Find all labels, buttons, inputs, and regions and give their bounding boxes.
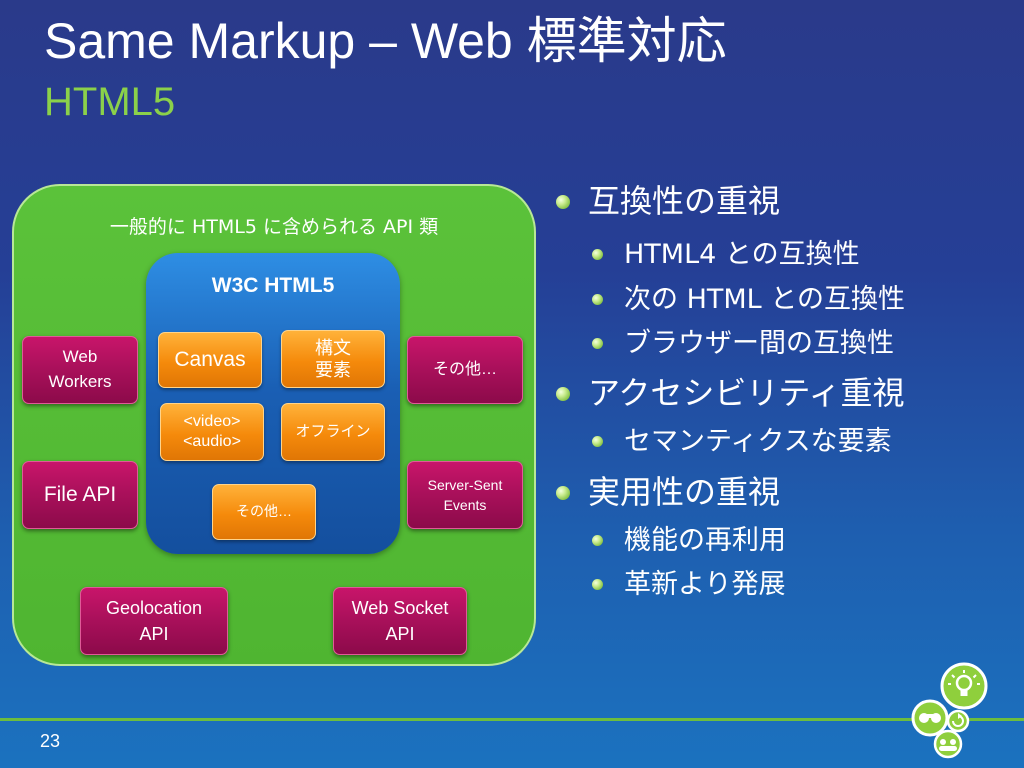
- bullet-text: 互換性の重視: [588, 182, 781, 220]
- audio-label: <audio>: [183, 433, 241, 450]
- slide-subtitle: HTML5: [44, 80, 176, 124]
- video-label: <video>: [183, 413, 241, 430]
- outer-other-label: その他…: [432, 361, 497, 379]
- file-api-label: File API: [43, 482, 117, 506]
- sse-label-2: Events: [443, 497, 487, 513]
- outer-other-box: その他…: [407, 336, 523, 404]
- canvas-label: Canvas: [174, 347, 246, 371]
- sub-bullet-text: セマンティクスな要素: [624, 426, 892, 457]
- web-socket-label-1: Web Socket: [351, 597, 449, 618]
- bullet-dot-icon: [556, 387, 570, 401]
- sub-bullet-dot-icon: [592, 294, 603, 305]
- sub-bullet-dot-icon: [592, 249, 603, 260]
- geolocation-label-1: Geolocation: [105, 597, 203, 618]
- sub-bullet-text: ブラウザー間の互換性: [624, 328, 894, 359]
- offline-box: オフライン: [281, 403, 385, 461]
- web-workers-box: Web Workers: [22, 336, 138, 404]
- bullet-text: 実用性の重視: [588, 473, 781, 511]
- syntax-elements-box: 構文 要素: [281, 330, 385, 388]
- page-number: 23: [40, 731, 61, 751]
- file-api-box: File API: [22, 461, 138, 529]
- elements-label: 要素: [315, 360, 351, 380]
- syntax-label: 構文: [315, 337, 351, 358]
- web-workers-label-2: Workers: [48, 372, 112, 391]
- server-sent-events-box: Server-Sent Events: [407, 461, 523, 529]
- sub-bullet-text: 革新より発展: [624, 569, 786, 600]
- bullet-text: アクセシビリティ重視: [588, 374, 905, 412]
- sub-bullet-dot-icon: [592, 535, 603, 546]
- bullet-dot-icon: [556, 486, 570, 500]
- w3c-html5-title: W3C HTML5: [211, 274, 335, 297]
- bullet-dot-icon: [556, 195, 570, 209]
- sub-bullet-text: HTML4 との互換性: [624, 239, 860, 270]
- web-workers-label-1: Web: [62, 347, 98, 367]
- api-group-caption: 一般的に HTML5 に含められる API 類: [109, 216, 439, 238]
- inner-other-label: その他…: [236, 503, 292, 520]
- footer-divider: [0, 718, 1024, 721]
- offline-label: オフライン: [295, 422, 371, 440]
- slide-title: Same Markup – Web 標準対応: [44, 13, 727, 69]
- binoculars-icon: [911, 699, 949, 737]
- web-socket-api-box: Web Socket API: [333, 587, 467, 655]
- geolocation-label-2: API: [139, 624, 169, 644]
- lightbulb-icon: [940, 662, 988, 710]
- logo-icons: [911, 662, 988, 759]
- sub-bullet-dot-icon: [592, 436, 603, 447]
- sub-bullet-dot-icon: [592, 579, 603, 590]
- sub-bullet-text: 次の HTML との互換性: [624, 284, 906, 315]
- sub-bullet-dot-icon: [592, 338, 603, 349]
- canvas-box: Canvas: [158, 332, 262, 388]
- sub-bullet-text: 機能の再利用: [624, 525, 786, 556]
- people-icon: [933, 729, 963, 759]
- web-socket-label-2: API: [385, 624, 415, 644]
- sse-label-1: Server-Sent: [427, 476, 503, 493]
- inner-other-box: その他…: [212, 484, 316, 540]
- video-audio-box: <video> <audio>: [160, 403, 264, 461]
- refresh-icon: [946, 709, 970, 733]
- geolocation-api-box: Geolocation API: [80, 587, 228, 655]
